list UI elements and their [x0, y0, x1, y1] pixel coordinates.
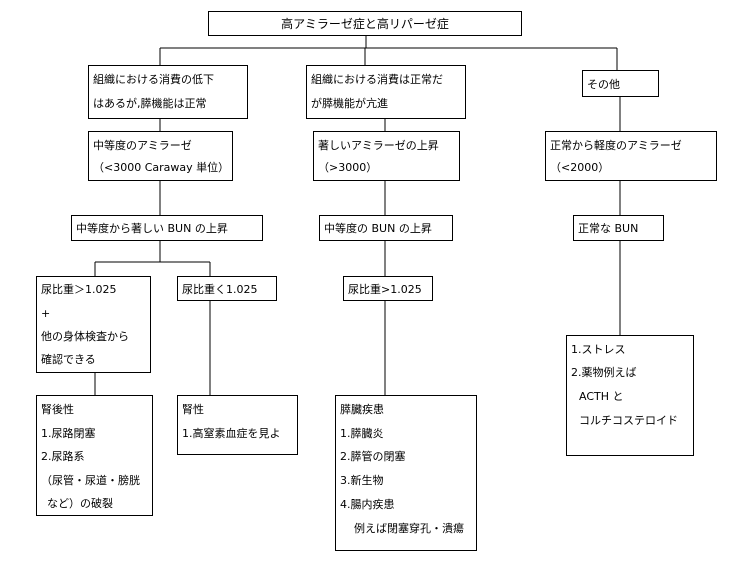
diagram-title: 高アミラーゼ症と高リパーゼ症 [281, 17, 449, 31]
pancreatic-line-2: 1.膵臓炎 [340, 427, 384, 440]
pancreatic-line-3: 2.膵管の閉塞 [340, 450, 406, 463]
right-amylase-line-2: （<2000） [550, 161, 610, 174]
right-bun-box: 正常な BUN [573, 215, 664, 241]
other-causes-line-1: 1.ストレス [571, 343, 626, 356]
postrenal-line-5: など）の破裂 [47, 497, 113, 510]
renal-box: 腎性 1.高窒素血症を見よ [177, 395, 298, 455]
middle-sg-label: 尿比重>1.025 [348, 283, 422, 296]
left-bun-box: 中等度から著しい BUN の上昇 [71, 215, 263, 241]
right-amylase-box: 正常から軽度のアミラーゼ （<2000） [545, 131, 717, 181]
renal-line-2: 1.高窒素血症を見よ [182, 427, 281, 440]
middle-amylase-box: 著しいアミラーゼの上昇 （>3000） [313, 131, 460, 181]
left-sg-high-line-2: + [41, 307, 51, 320]
other-causes-line-3: ACTH と [579, 390, 624, 403]
left-sg-high-box: 尿比重＞1.025 + 他の身体検査から 確認できる [36, 276, 151, 373]
right-amylase-line-1: 正常から軽度のアミラーゼ [550, 139, 682, 152]
left-cause-line-1: 組織における消費の低下 [93, 73, 214, 86]
postrenal-box: 腎後性 1.尿路閉塞 2.尿路系 （尿管・尿道・膀胱 など）の破裂 [36, 395, 153, 516]
left-amylase-box: 中等度のアミラーゼ （<3000 Caraway 単位） [88, 131, 233, 181]
pancreatic-line-6: 例えば閉塞穿孔・潰瘍 [354, 522, 464, 535]
other-causes-line-2: 2.薬物例えば [571, 366, 637, 379]
renal-line-1: 腎性 [182, 403, 204, 416]
middle-amylase-line-2: （>3000） [318, 161, 378, 174]
middle-cause-line-1: 組織における消費は正常だ [311, 73, 443, 86]
pancreatic-box: 膵臓疾患 1.膵臓炎 2.膵管の閉塞 3.新生物 4.腸内疾患 例えば閉塞穿孔・… [335, 395, 477, 551]
other-causes-line-4: コルチコステロイド [579, 414, 678, 427]
right-cause-box: その他 [582, 70, 659, 97]
left-amylase-line-2: （<3000 Caraway 単位） [93, 161, 230, 174]
left-sg-low-box: 尿比重く1.025 [177, 276, 277, 301]
pancreatic-line-1: 膵臓疾患 [340, 403, 384, 416]
other-causes-box: 1.ストレス 2.薬物例えば ACTH と コルチコステロイド [566, 335, 694, 456]
left-amylase-line-1: 中等度のアミラーゼ [93, 139, 192, 152]
right-cause-label: その他 [587, 78, 620, 91]
postrenal-line-3: 2.尿路系 [41, 450, 85, 463]
pancreatic-line-5: 4.腸内疾患 [340, 498, 395, 511]
left-bun-label: 中等度から著しい BUN の上昇 [76, 222, 228, 235]
middle-sg-box: 尿比重>1.025 [343, 276, 433, 301]
middle-bun-label: 中等度の BUN の上昇 [324, 222, 432, 235]
left-cause-line-2: はあるが,膵機能は正常 [93, 97, 207, 110]
middle-cause-box: 組織における消費は正常だ が膵機能が亢進 [306, 65, 466, 119]
pancreatic-line-4: 3.新生物 [340, 474, 384, 487]
right-bun-label: 正常な BUN [578, 222, 639, 235]
left-sg-high-line-3: 他の身体検査から [41, 330, 129, 343]
postrenal-line-4: （尿管・尿道・膀胱 [41, 474, 140, 487]
left-sg-low-label: 尿比重く1.025 [182, 283, 258, 296]
postrenal-line-2: 1.尿路閉塞 [41, 427, 96, 440]
middle-amylase-line-1: 著しいアミラーゼの上昇 [318, 139, 439, 152]
left-sg-high-line-1: 尿比重＞1.025 [41, 283, 117, 296]
middle-cause-line-2: が膵機能が亢進 [311, 97, 388, 110]
left-sg-high-line-4: 確認できる [41, 353, 96, 366]
middle-bun-box: 中等度の BUN の上昇 [319, 215, 453, 241]
title-box: 高アミラーゼ症と高リパーゼ症 [208, 11, 522, 36]
left-cause-box: 組織における消費の低下 はあるが,膵機能は正常 [88, 65, 248, 119]
postrenal-line-1: 腎後性 [41, 403, 74, 416]
